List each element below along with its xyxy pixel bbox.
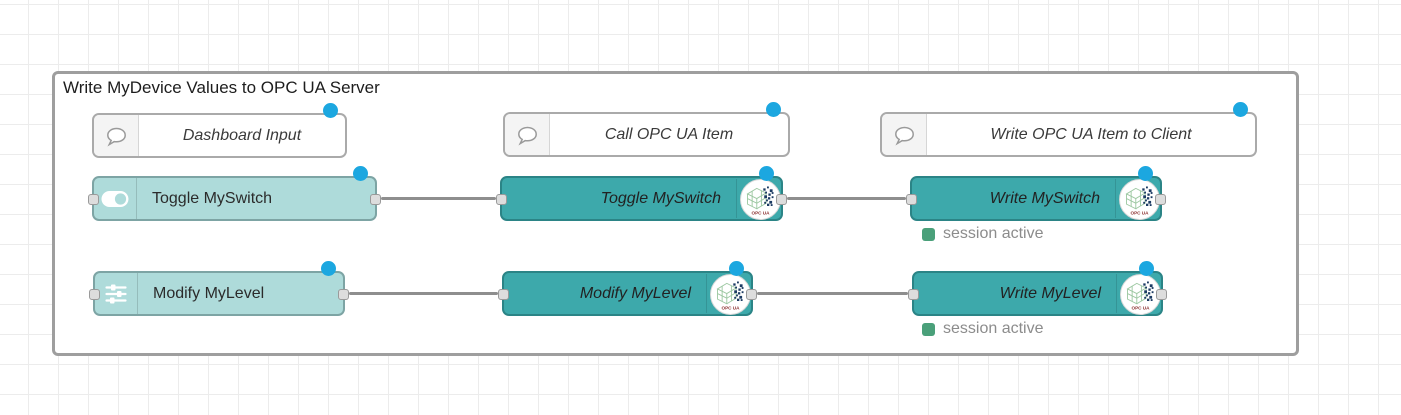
status-dot-icon bbox=[922, 227, 935, 241]
comment-node-write-opcua-item[interactable]: Write OPC UA Item to Client bbox=[880, 102, 1257, 157]
node-toggle-myswitch-opcua-item[interactable]: Toggle MySwitch bbox=[496, 166, 787, 221]
node-status: session active bbox=[922, 225, 1044, 243]
changed-indicator bbox=[1139, 261, 1154, 276]
icon-separator bbox=[1116, 274, 1117, 313]
comment-label: Dashboard Input bbox=[182, 126, 302, 144]
node-write-myswitch-opcua-client[interactable]: Write MySwitch bbox=[906, 166, 1166, 221]
wire[interactable] bbox=[349, 292, 498, 295]
toggle-switch-icon bbox=[94, 178, 137, 219]
node-modify-mylevel-dashboard[interactable]: Modify MyLevel bbox=[89, 261, 349, 316]
changed-indicator bbox=[1138, 166, 1153, 181]
changed-indicator bbox=[353, 166, 368, 181]
output-port[interactable] bbox=[1155, 194, 1166, 205]
comment-bubble-icon bbox=[882, 114, 927, 155]
comment-bubble-icon bbox=[505, 114, 550, 155]
node-label: Toggle MySwitch bbox=[152, 189, 273, 207]
changed-indicator bbox=[729, 261, 744, 276]
group-title: Write MyDevice Values to OPC UA Server bbox=[63, 78, 380, 97]
wire[interactable] bbox=[787, 197, 906, 200]
comment-bubble-icon bbox=[94, 115, 139, 156]
changed-indicator bbox=[766, 102, 781, 117]
node-toggle-myswitch-dashboard[interactable]: Toggle MySwitch bbox=[88, 166, 381, 221]
icon-separator bbox=[1115, 179, 1116, 218]
node-modify-mylevel-opcua-item[interactable]: Modify MyLevel bbox=[498, 261, 757, 316]
changed-indicator bbox=[323, 103, 338, 118]
changed-indicator bbox=[1233, 102, 1248, 117]
input-port[interactable] bbox=[498, 289, 509, 300]
svg-text:OPC UA: OPC UA bbox=[752, 210, 771, 215]
comment-label: Write OPC UA Item to Client bbox=[990, 125, 1192, 143]
comment-node-dashboard-input[interactable]: Dashboard Input bbox=[92, 103, 347, 158]
node-label: Write MyLevel bbox=[999, 284, 1101, 302]
output-port[interactable] bbox=[776, 194, 787, 205]
status-dot-icon bbox=[922, 322, 935, 336]
node-label: Modify MyLevel bbox=[579, 284, 691, 302]
sliders-icon bbox=[95, 273, 138, 314]
node-write-mylevel-opcua-client[interactable]: Write MyLevel bbox=[908, 261, 1167, 316]
status-label: session active bbox=[943, 225, 1044, 242]
icon-separator bbox=[706, 274, 707, 313]
node-label: Write MySwitch bbox=[989, 189, 1100, 207]
opcua-logo-icon: OPC UA bbox=[1120, 274, 1161, 315]
opcua-logo-icon: OPC UA bbox=[1119, 179, 1160, 220]
input-port[interactable] bbox=[908, 289, 919, 300]
input-port[interactable] bbox=[89, 289, 100, 300]
node-label: Modify MyLevel bbox=[153, 284, 265, 302]
comment-label: Call OPC UA Item bbox=[604, 125, 734, 143]
input-port[interactable] bbox=[496, 194, 507, 205]
svg-text:OPC UA: OPC UA bbox=[1131, 210, 1150, 215]
changed-indicator bbox=[321, 261, 336, 276]
output-port[interactable] bbox=[1156, 289, 1167, 300]
wire[interactable] bbox=[757, 292, 908, 295]
svg-text:OPC UA: OPC UA bbox=[1132, 305, 1151, 310]
opcua-logo-icon: OPC UA bbox=[710, 274, 751, 315]
svg-text:OPC UA: OPC UA bbox=[722, 305, 741, 310]
node-label: Toggle MySwitch bbox=[600, 189, 721, 207]
wire[interactable] bbox=[381, 197, 496, 200]
output-port[interactable] bbox=[746, 289, 757, 300]
output-port[interactable] bbox=[370, 194, 381, 205]
input-port[interactable] bbox=[88, 194, 99, 205]
opcua-logo-icon: OPC UA bbox=[740, 179, 781, 220]
icon-separator bbox=[736, 179, 737, 218]
input-port[interactable] bbox=[906, 194, 917, 205]
comment-node-call-opcua-item[interactable]: Call OPC UA Item bbox=[503, 102, 790, 157]
status-label: session active bbox=[943, 320, 1044, 337]
changed-indicator bbox=[759, 166, 774, 181]
output-port[interactable] bbox=[338, 289, 349, 300]
node-status: session active bbox=[922, 320, 1044, 338]
